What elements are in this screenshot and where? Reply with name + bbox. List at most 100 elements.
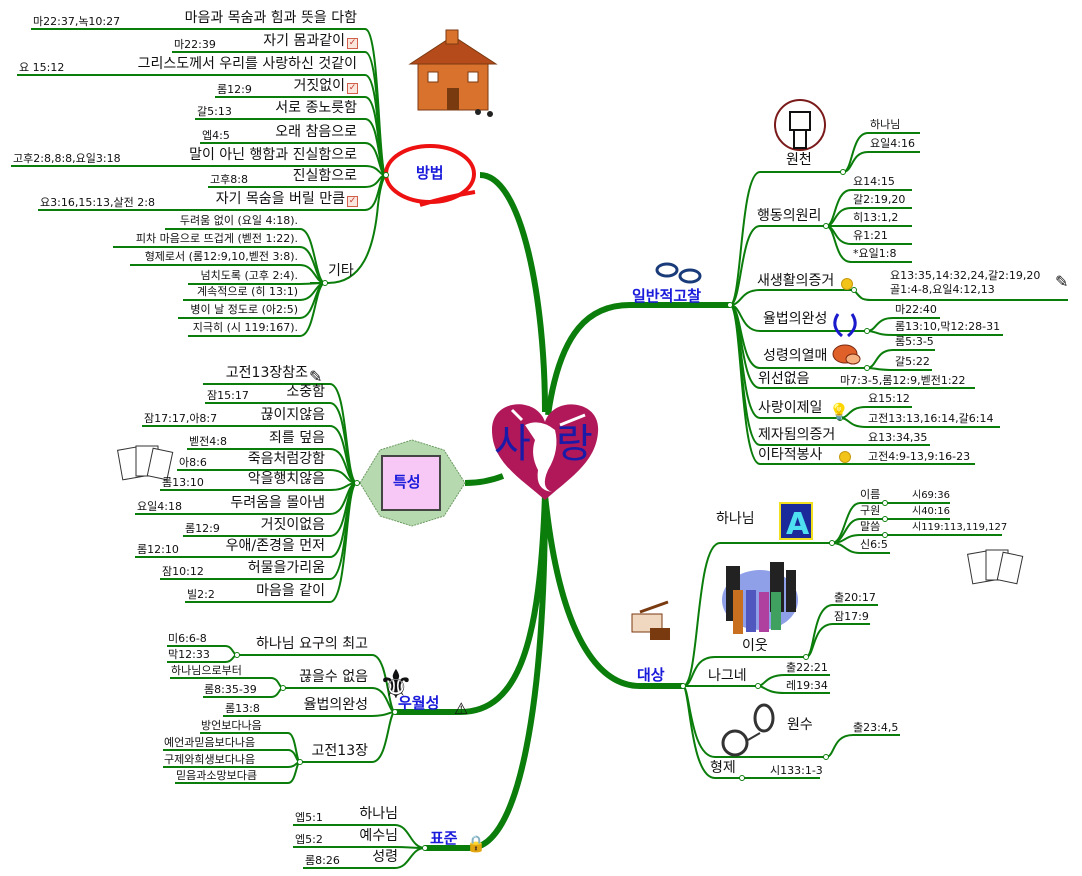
standard-item-label[interactable]: 예수님 — [359, 828, 398, 844]
general-ref[interactable]: 갈2:19,20 — [853, 193, 906, 206]
method-item-label[interactable]: 마음과 목숨과 힘과 뜻을 다함 — [184, 10, 357, 26]
center-topic-right[interactable]: 랑 — [556, 421, 593, 467]
general-item-label[interactable]: 제자됨의증거 — [758, 427, 836, 443]
superiority-item-label[interactable]: 고전13장 — [311, 743, 368, 759]
superiority-item-label[interactable]: 끊을수 없음 — [299, 669, 368, 685]
method-other-label[interactable]: 기타 — [328, 263, 354, 279]
method-ref[interactable]: 고후8:8 — [210, 173, 248, 186]
method-ref[interactable]: 마22:37,녹10:27 — [33, 15, 121, 28]
traits-ref[interactable]: 롬12:9 — [185, 522, 220, 535]
general-item-label[interactable]: 이타적봉사 — [758, 447, 823, 463]
object-topic[interactable]: 대상 — [637, 666, 665, 684]
traits-item-label[interactable]: 죄를 덮음 — [269, 430, 325, 446]
method-item-label[interactable]: 진실함으로 — [292, 168, 357, 184]
traits-ref[interactable]: 롬12:10 — [137, 543, 179, 556]
method-ref[interactable]: 요3:16,15:13,살전 2:8 — [40, 196, 155, 209]
standard-ref[interactable]: 엡5:1 — [295, 811, 323, 824]
center-topic-left[interactable]: 사 — [494, 421, 531, 467]
object-ref[interactable]: 잠17:9 — [834, 610, 869, 623]
general-ref[interactable]: 요13:34,35 — [868, 431, 928, 444]
traits-ref[interactable]: 빌2:2 — [187, 588, 215, 601]
object-ref[interactable]: 출20:17 — [834, 591, 876, 604]
object-sub-label[interactable]: 이름 — [860, 488, 881, 501]
object-sub-label[interactable]: 구원 — [860, 504, 881, 517]
superiority-ref[interactable]: 하나님으로부터 — [171, 664, 242, 677]
standard-topic[interactable]: 표준 — [430, 829, 458, 847]
general-ref[interactable]: *요일1:8 — [853, 247, 897, 260]
method-ref[interactable]: 갈5:13 — [197, 105, 232, 118]
method-other-item[interactable]: 피차 마음으로 뜨겁게 (벧전 1:22). — [135, 232, 298, 245]
general-item-label[interactable]: 원천 — [786, 152, 812, 168]
general-item-label[interactable]: 위선없음 — [758, 371, 810, 387]
method-ref[interactable]: 롬12:9 — [217, 83, 252, 96]
method-other-item[interactable]: 두려움 없이 (요일 4:18). — [179, 214, 298, 227]
object-sub-ref[interactable]: 시119:113,119,127 — [912, 522, 1008, 533]
object-ref[interactable]: 시133:1-3 — [770, 764, 823, 777]
superiority-ref[interactable]: 예언과믿음보다나음 — [164, 736, 256, 749]
object-item-label[interactable]: 형제 — [710, 760, 736, 776]
general-ref[interactable]: 갈5:22 — [895, 355, 930, 368]
standard-item-label[interactable]: 성령 — [372, 849, 398, 865]
traits-ref[interactable]: 요일4:18 — [137, 500, 182, 513]
object-item-label[interactable]: 이웃 — [742, 638, 768, 654]
method-item-label[interactable]: 거짓없이 — [293, 78, 345, 94]
general-ref[interactable]: 요15:12 — [868, 392, 910, 405]
object-sub-label[interactable]: 말씀 — [860, 520, 881, 533]
method-ref[interactable]: 요 15:12 — [19, 61, 65, 74]
traits-item-label[interactable]: 허물을가리움 — [247, 560, 325, 576]
traits-ref[interactable]: 잠10:12 — [162, 565, 204, 578]
superiority-topic[interactable]: 우월성 — [398, 694, 440, 712]
standard-ref[interactable]: 엡5:2 — [295, 833, 323, 846]
general-ref[interactable]: 고전13:13,16:14,갈6:14 — [868, 412, 994, 425]
standard-ref[interactable]: 롬8:26 — [305, 854, 340, 867]
general-item-label[interactable]: 성령의열매 — [763, 348, 828, 364]
traits-ref[interactable]: 잠17:17,아8:7 — [144, 412, 218, 425]
traits-item-label[interactable]: 소중함 — [286, 384, 325, 400]
object-ref[interactable]: 레19:34 — [786, 679, 828, 692]
superiority-ref[interactable]: 미6:6-8 — [168, 632, 207, 645]
object-sub-label[interactable]: 신6:5 — [860, 538, 888, 551]
general-ref[interactable]: 고전4:9-13,9:16-23 — [868, 450, 971, 463]
general-ref[interactable]: 요일4:16 — [870, 137, 915, 150]
traits-item-label[interactable]: 마음을 같이 — [256, 583, 325, 599]
traits-item-label[interactable]: 악을행치않음 — [247, 471, 325, 487]
method-item-label[interactable]: 그리스도께서 우리를 사랑하신 것같이 — [137, 56, 357, 72]
general-ref[interactable]: 골1:4-8,요일4:12,13 — [890, 283, 995, 296]
superiority-ref[interactable]: 구제와희생보다나음 — [164, 753, 256, 766]
method-other-item[interactable]: 병이 날 정도로 (아2:5) — [190, 303, 298, 316]
traits-item-label[interactable]: 두려움을 몰아냄 — [230, 495, 325, 511]
object-sub-ref[interactable]: 시40:16 — [912, 506, 951, 517]
method-other-item[interactable]: 넘치도록 (고후 2:4). — [200, 269, 299, 282]
object-ref[interactable]: 출23:4,5 — [853, 721, 899, 734]
general-item-label[interactable]: 행동의원리 — [757, 208, 822, 224]
traits-item-label[interactable]: 죽음처럼강함 — [247, 451, 325, 467]
superiority-ref[interactable]: 롬8:35-39 — [204, 683, 257, 696]
traits-ref[interactable]: 잠15:17 — [207, 389, 249, 402]
superiority-ref[interactable]: 막12:33 — [168, 648, 210, 661]
traits-topic[interactable]: 특성 — [393, 473, 421, 491]
method-topic[interactable]: 방법 — [416, 164, 444, 182]
traits-ref[interactable]: 벧전4:8 — [189, 435, 227, 448]
general-ref[interactable]: 마7:3-5,롬12:9,벧전1:22 — [840, 374, 966, 387]
traits-item-label[interactable]: 거짓이없음 — [260, 517, 325, 533]
general-ref[interactable]: 요13:35,14:32,24,갈2:19,20 — [890, 269, 1041, 282]
method-item-label[interactable]: 오래 참음으로 — [275, 124, 357, 140]
general-ref[interactable]: 하나님 — [870, 118, 901, 131]
method-item-label[interactable]: 자기 몸과같이 — [263, 33, 345, 49]
general-ref[interactable]: 롬5:3-5 — [895, 335, 934, 348]
superiority-item-label[interactable]: 율법의완성 — [303, 697, 368, 713]
object-item-label[interactable]: 원수 — [787, 717, 813, 733]
superiority-ref[interactable]: 롬13:8 — [225, 702, 260, 715]
general-topic[interactable]: 일반적고찰 — [632, 287, 702, 305]
superiority-ref[interactable]: 방언보다나음 — [201, 719, 262, 732]
traits-ref[interactable]: 아8:6 — [179, 456, 207, 469]
object-item-label[interactable]: 하나님 — [716, 511, 755, 527]
traits-item-label[interactable]: 우애/존경을 먼저 — [225, 538, 325, 554]
general-item-label[interactable]: 율법의완성 — [763, 311, 828, 327]
general-ref[interactable]: 요14:15 — [853, 175, 895, 188]
traits-ref[interactable]: 롬13:10 — [162, 476, 204, 489]
traits-header[interactable]: 고전13장참조 — [225, 365, 308, 381]
general-item-label[interactable]: 새생활의증거 — [757, 273, 835, 289]
method-item-label[interactable]: 서로 종노릇함 — [275, 100, 357, 116]
method-ref[interactable]: 마22:39 — [174, 38, 216, 51]
